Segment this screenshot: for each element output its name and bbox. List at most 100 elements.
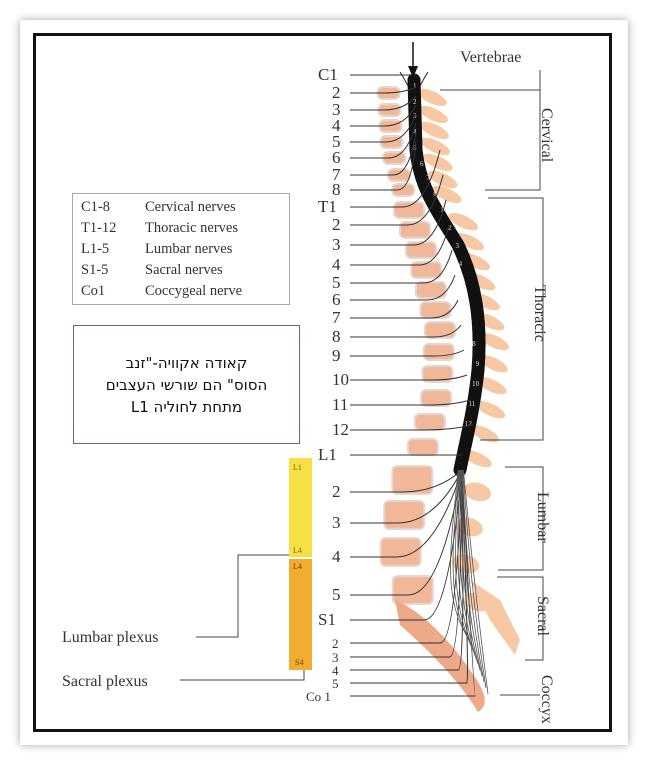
cord-segment-number: 1	[413, 82, 417, 90]
cord-segment-number: 5	[462, 280, 466, 288]
cauda-equina-strand	[452, 469, 473, 647]
nerve-label-s2: 2	[332, 636, 339, 651]
spinous-process	[427, 170, 458, 189]
vertebral-body	[399, 221, 431, 239]
spinous-process	[454, 232, 485, 251]
cord-segment-number: 4	[459, 260, 463, 268]
nerve-label-l2: 2	[332, 482, 341, 501]
spinal-cord	[407, 73, 486, 477]
spinal-nerve	[350, 104, 417, 127]
nerve-label-t1: T1	[318, 197, 337, 216]
vertebral-body	[422, 343, 455, 361]
nerve-label-s1: S1	[318, 610, 336, 629]
vertebrae-heading: Vertebrae	[460, 49, 521, 66]
spinal-nerve	[350, 224, 450, 266]
nerve-label-c4: 4	[332, 116, 341, 135]
vertebral-body	[413, 413, 446, 431]
nerve-label-t11: 11	[332, 395, 348, 414]
cord-segment-number: 7	[469, 320, 473, 328]
spinous-process	[463, 482, 492, 502]
nerve-label-c8: 8	[332, 180, 341, 199]
spinal-nerve	[350, 131, 417, 176]
cord-segment-number: 2	[413, 98, 417, 106]
region-coccyx: Coccyx	[538, 675, 555, 724]
vertebral-body	[406, 438, 439, 456]
vertebral-body	[391, 465, 434, 495]
region-lumbar: Lumbar	[534, 492, 551, 543]
sacral-plexus-label: Sacral plexus	[62, 673, 148, 690]
spinous-process	[417, 88, 447, 107]
nerve-label-c1: C1	[318, 65, 338, 84]
cord-segment-number: 7	[426, 174, 430, 182]
nerve-label-t10: 10	[332, 370, 349, 389]
vertebral-body	[410, 261, 443, 279]
nerve-label-l1: L1	[318, 445, 337, 464]
vertebral-body	[391, 575, 434, 605]
region-brackets	[440, 70, 544, 696]
cord-segment-number: 4	[413, 128, 417, 136]
spinous-process	[478, 354, 508, 373]
legend-name: Coccygeal nerve	[145, 283, 243, 299]
spinal-nerve	[350, 469, 463, 558]
legend-code: L1-5	[81, 241, 110, 257]
nerve-label-t4: 4	[332, 255, 341, 274]
nerve-label-co1: Co 1	[306, 689, 331, 704]
vertebral-body	[379, 537, 422, 567]
cauda-equina-strand	[450, 469, 471, 641]
spinal-nerve	[350, 95, 417, 111]
cord-segment-number: 11	[469, 400, 476, 408]
nerve-label-t12: 12	[332, 420, 349, 439]
nerve-label-t5: 5	[332, 273, 341, 292]
spinal-nerve	[350, 149, 441, 208]
lumbar-plexus-bar	[289, 458, 312, 557]
sacral-plexus-bar	[289, 559, 312, 670]
vertebral-body	[405, 241, 437, 259]
sacrum	[395, 600, 485, 712]
figure-frame	[33, 33, 612, 732]
spinal-nerve	[350, 122, 417, 159]
cord-segment-number: 3	[456, 242, 460, 250]
lumbar-plexus-leader	[196, 554, 289, 638]
spinal-nerve	[350, 424, 474, 431]
cord-segment-number: 6	[420, 160, 424, 168]
spinous-process	[479, 332, 510, 351]
vertebral-body	[383, 500, 426, 530]
sacral-plexus-leader	[180, 670, 305, 681]
legend-name: Lumbar nerves	[145, 241, 233, 257]
spinal-nerve	[350, 199, 447, 246]
spinal-nerve	[350, 374, 468, 381]
cord-segment-number: 2	[448, 224, 452, 232]
nerve-label-t2: 2	[332, 215, 341, 234]
cauda-equina-strand	[455, 469, 475, 653]
bar-label-l4: L4	[293, 546, 302, 555]
nerve-label-l4: 4	[332, 547, 341, 566]
cauda-equina-strand	[463, 469, 489, 695]
cord-segment-number: 8	[433, 190, 437, 198]
region-thoracic: Thoracic	[531, 285, 548, 342]
nerve-label-t7: 7	[332, 308, 341, 327]
nerve-label-c7: 7	[332, 165, 341, 184]
note-line-1: קאודה אקוויה-"זנב	[125, 353, 248, 372]
spinal-nerve	[350, 86, 417, 94]
cord-segment-number: 1	[440, 206, 444, 214]
region-sacral: Sacral	[534, 596, 551, 637]
sacral-crest	[470, 580, 520, 655]
nerve-label-c5: 5	[332, 132, 341, 151]
spinous-process	[432, 185, 462, 204]
spinal-nerve	[350, 469, 463, 524]
legend-name: Cervical nerves	[145, 199, 236, 215]
nerve-label-c3: 3	[332, 100, 341, 119]
spinal-nerve	[350, 469, 463, 621]
vertebral-body	[421, 365, 454, 383]
bar-label-l1: L1	[293, 463, 302, 472]
vertebral-body	[393, 201, 425, 219]
figure-card	[20, 20, 628, 745]
nerve-label-c2: 2	[332, 83, 341, 102]
cauda-equina-strand	[460, 469, 481, 671]
nerve-label-s3: 3	[332, 650, 339, 665]
spinal-nerve	[350, 174, 444, 226]
region-cervical: Cervical	[538, 108, 555, 163]
